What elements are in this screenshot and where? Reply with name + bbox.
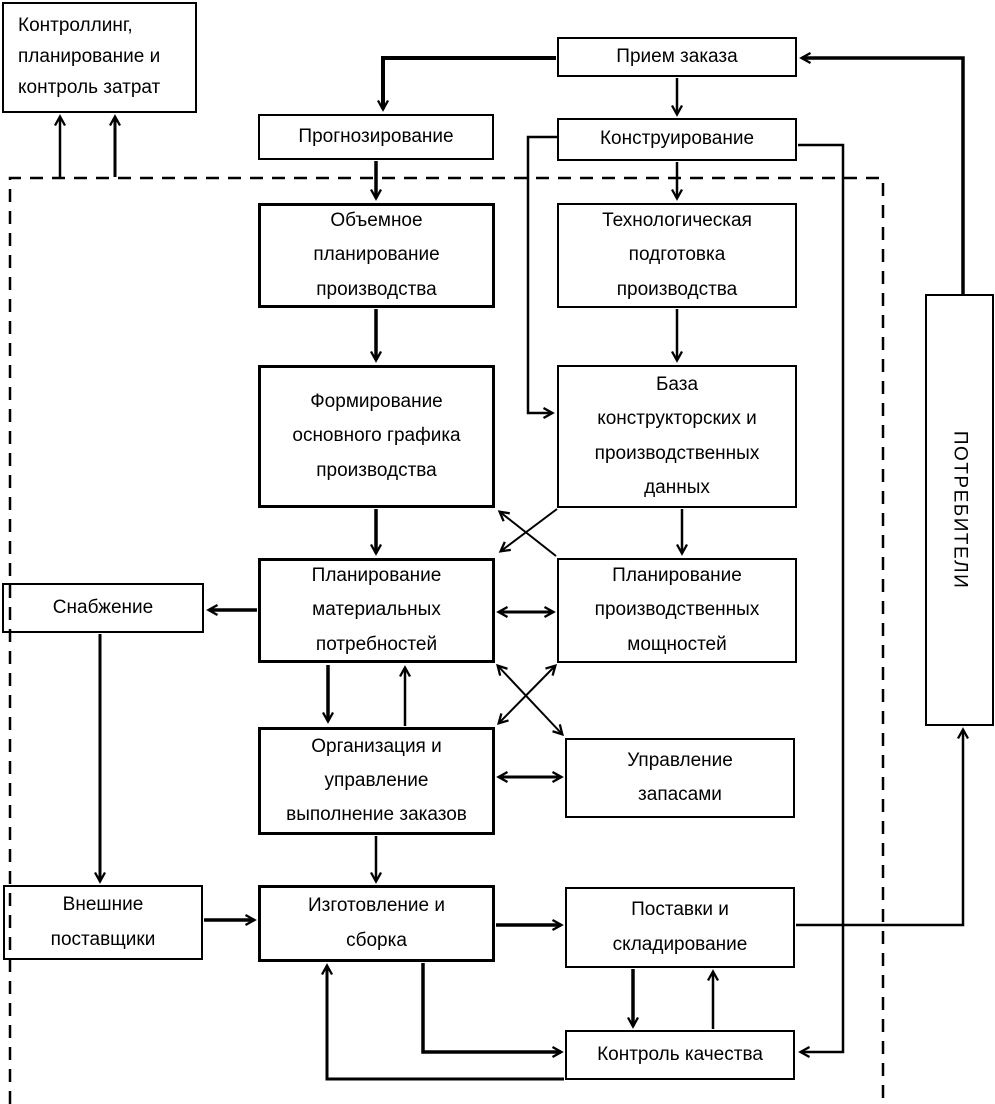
node-forecasting: Прогнозирование [258, 114, 494, 160]
edge-quality-control-to-manufacturing-return [320, 963, 564, 1081]
edge-mrp-inventory-cross [496, 663, 564, 737]
node-controlling: Контроллинг, планирование и контроль зат… [2, 2, 197, 113]
edge-consumers-to-order-intake [799, 51, 965, 294]
node-mrp: Планирование материальных потребностей [258, 558, 495, 663]
edge-order-intake-to-forecasting [376, 56, 556, 112]
node-label-tech-prep: Технологическая подготовка производства [602, 210, 752, 300]
node-label-manufacturing: Изготовление и сборка [308, 895, 445, 951]
node-label-quality-control: Контроль качества [597, 1043, 763, 1065]
node-database: База конструкторских и производственных … [557, 365, 797, 508]
node-label-design: Конструирование [599, 128, 755, 150]
node-order-management: Организация и управление выполнение зака… [258, 727, 495, 835]
node-label-inventory: Управление запасами [627, 749, 733, 805]
edge-design-to-quality-control-side [798, 143, 845, 1059]
node-label-mrp: Планирование материальных потребностей [311, 565, 442, 655]
node-quality-control: Контроль качества [565, 1030, 795, 1080]
node-volume-planning: Объемное планирование производства [258, 203, 495, 308]
edge-capacity-order-management-cross [496, 663, 558, 726]
node-consumers: ПОТРЕБИТЕЛИ [925, 294, 994, 726]
node-tech-prep: Технологическая подготовка производства [557, 203, 797, 308]
node-capacity-planning: Планирование производственных мощностей [557, 558, 797, 663]
node-label-master-schedule: Формирование основного графика производс… [292, 391, 461, 481]
node-label-consumers: ПОТРЕБИТЕЛИ [949, 430, 971, 590]
node-label-volume-planning: Объемное планирование производства [313, 210, 440, 300]
node-label-capacity-planning: Планирование производственных мощностей [594, 565, 760, 655]
node-label-database: База конструкторских и производственных … [594, 374, 760, 498]
node-label-procurement: Снабжение [52, 596, 154, 618]
node-label-shipping: Поставки и складирование [612, 899, 748, 955]
node-procurement: Снабжение [2, 583, 204, 633]
edge-capacity-to-master-schedule-cross [497, 510, 557, 557]
node-label-order-management: Организация и управление выполнение зака… [286, 735, 467, 826]
edge-shipping-to-consumers [796, 727, 970, 927]
node-suppliers: Внешние поставщики [3, 885, 203, 960]
node-design: Конструирование [557, 118, 797, 161]
node-shipping: Поставки и складирование [565, 887, 795, 968]
node-label-order-intake: Прием заказа [616, 45, 738, 67]
node-label-controlling: Контроллинг, планирование и контроль зат… [18, 15, 161, 98]
node-inventory: Управление запасами [565, 738, 795, 818]
node-label-suppliers: Внешние поставщики [50, 894, 156, 950]
node-order-intake: Прием заказа [557, 37, 797, 77]
node-label-forecasting: Прогнозирование [298, 125, 454, 147]
edge-database-to-mrp-cross [498, 508, 558, 553]
node-master-schedule: Формирование основного графика производс… [258, 365, 495, 508]
edge-design-to-database-side [526, 135, 557, 420]
node-manufacturing: Изготовление и сборка [258, 885, 495, 962]
edge-manufacturing-to-quality-control [421, 963, 564, 1059]
